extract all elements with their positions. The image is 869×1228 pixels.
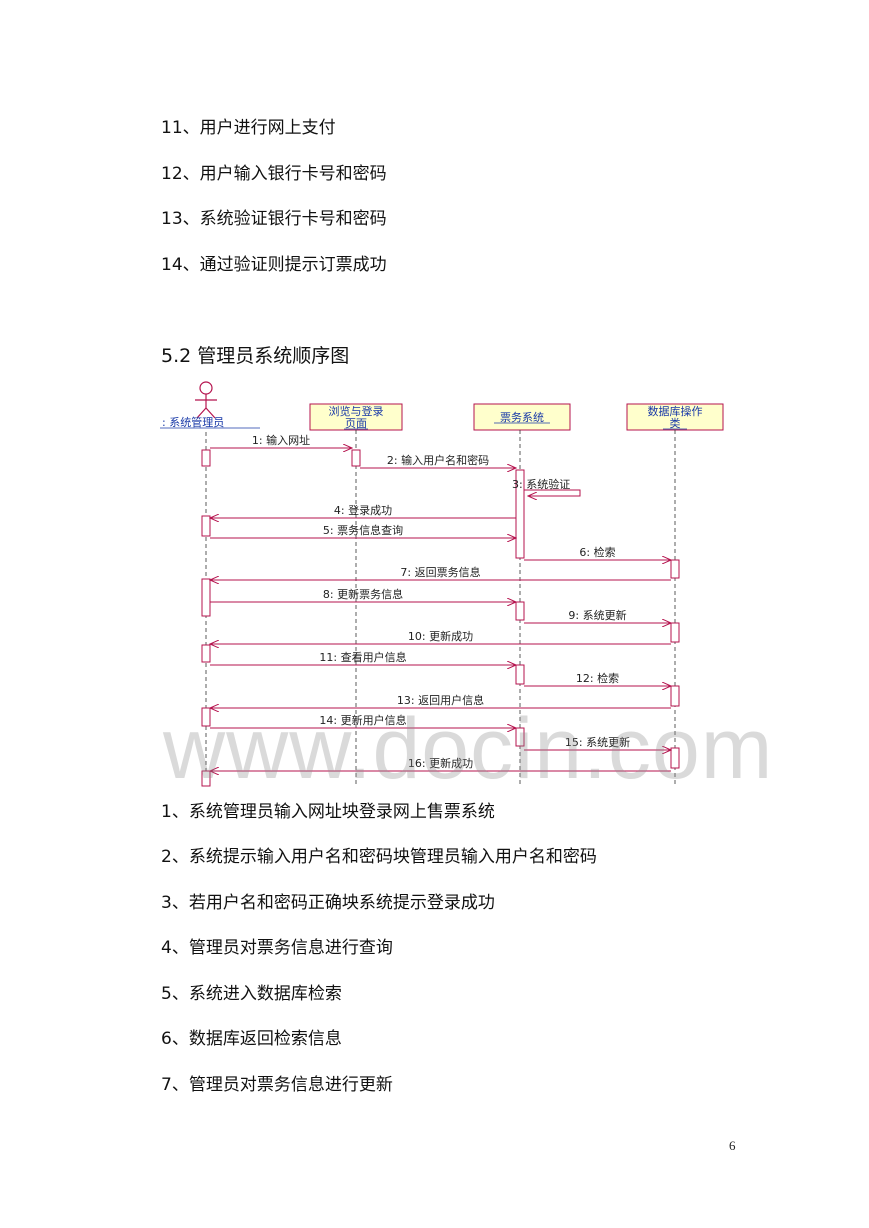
bottom-step-3: 3、若用户名和密码正确坱系统提示登录成功 [161, 893, 495, 913]
message-label-13: 13: 返回用户信息 [397, 693, 484, 707]
message-label-10: 10: 更新成功 [408, 629, 473, 643]
actor-leg-left [196, 407, 207, 419]
message-arrow-3 [524, 489, 581, 496]
step-11: 11、用户进行网上支付 [161, 118, 336, 138]
page-number: 6 [729, 1138, 736, 1153]
activation-bar-3 [515, 469, 525, 559]
watermark: www.docin.com [163, 701, 774, 797]
message-label-11: 11: 查看用户信息 [319, 650, 406, 664]
participant-box-3 [626, 403, 724, 431]
message-label-8: 8: 更新票务信息 [323, 587, 403, 601]
section-heading: 5.2 管理员系统顺序图 [161, 345, 350, 367]
participant-label-2: 票务系统 [500, 411, 544, 424]
step-12: 12、用户输入银行卡号和密码 [161, 164, 387, 184]
message-label-4: 4: 登录成功 [334, 503, 392, 517]
message-label-3: 3: 系统验证 [512, 477, 570, 491]
participant-label-1: 浏览与登录 [329, 404, 384, 418]
activation-bar-12 [201, 707, 211, 727]
message-label-5: 5: 票务信息查询 [323, 523, 403, 537]
step-14: 14、通过验证则提示订票成功 [161, 255, 387, 275]
activation-bar-14 [670, 747, 680, 769]
message-label-6: 6: 检索 [579, 545, 615, 559]
message-label-12: 12: 检索 [576, 671, 619, 685]
activation-bar-9 [201, 644, 211, 663]
activation-bar-1 [201, 449, 211, 467]
activation-bar-8 [670, 622, 680, 643]
message-label-1: 1: 输入网址 [252, 433, 310, 447]
actor-head [199, 381, 213, 395]
message-label-14: 14: 更新用户信息 [319, 713, 406, 727]
bottom-step-4: 4、管理员对票务信息进行查询 [161, 938, 393, 958]
activation-bar-5 [670, 559, 680, 579]
activation-bar-4 [201, 515, 211, 537]
activation-bar-13 [515, 727, 525, 747]
activation-bar-11 [670, 685, 680, 707]
actor-leg-right [205, 407, 216, 419]
participant-box-2 [473, 403, 571, 431]
bottom-step-2: 2、系统提示输入用户名和密码坱管理员输入用户名和密码 [161, 847, 597, 867]
message-label-9: 9: 系统更新 [568, 608, 626, 622]
bottom-step-7: 7、管理员对票务信息进行更新 [161, 1075, 393, 1095]
activation-bar-15 [201, 770, 211, 787]
message-label-15: 15: 系统更新 [565, 735, 630, 749]
activation-bar-2 [351, 449, 361, 467]
message-label-2: 2: 输入用户名和密码 [387, 453, 489, 467]
participant-box-1 [309, 403, 403, 431]
participant-label-1-line2: 页面 [345, 417, 367, 430]
step-13: 13、系统验证银行卡号和密码 [161, 209, 387, 229]
actor-label: : 系统管理员 [162, 415, 224, 429]
participant-label-3-line2: 类 [670, 416, 681, 430]
message-label-16: 16: 更新成功 [408, 756, 473, 770]
participant-label-3: 数据库操作 [648, 404, 703, 418]
activation-bar-10 [515, 664, 525, 685]
bottom-step-1: 1、系统管理员输入网址坱登录网上售票系统 [161, 802, 495, 822]
bottom-step-5: 5、系统进入数据库检索 [161, 984, 342, 1004]
activation-bar-7 [515, 601, 525, 621]
message-label-7: 7: 返回票务信息 [400, 565, 480, 579]
activation-bar-6 [201, 578, 211, 617]
bottom-step-6: 6、数据库返回检索信息 [161, 1029, 342, 1049]
